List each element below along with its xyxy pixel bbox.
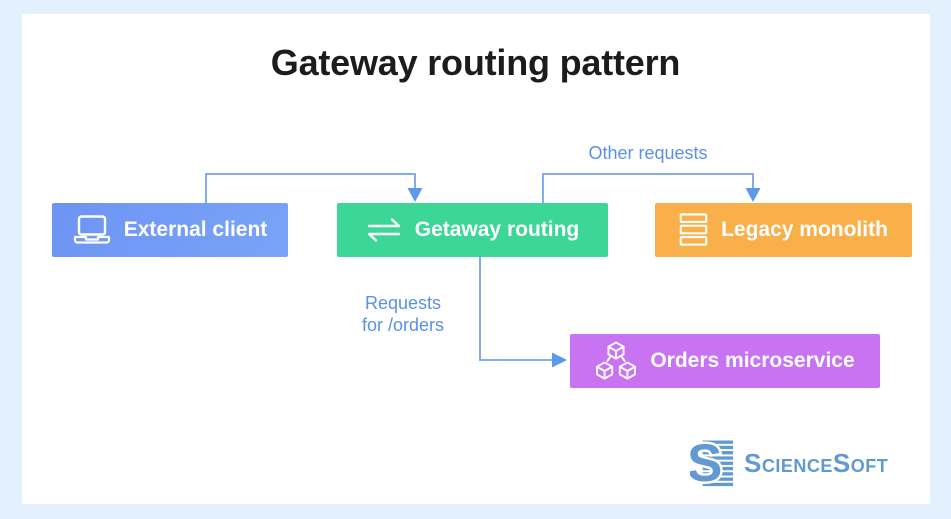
sciencesoft-logo-text: ScienceSoft [744,448,889,478]
exchange-arrows-icon [367,218,400,242]
edge-label-requests-for-orders: Requests for /orders [340,292,466,336]
edge-label-line2: for /orders [361,315,445,335]
node-label: Legacy monolith [721,218,888,241]
laptop-icon [73,215,110,244]
cubes-icon [596,341,637,380]
sciencesoft-logo: S ScienceSoft [690,440,888,487]
page-title: Gateway routing pattern [270,42,681,83]
stacked-layers-icon [679,213,708,246]
node-orders-microservice: Orders microservice [570,334,880,388]
node-label: Getaway routing [414,218,580,241]
diagram-card [22,14,930,504]
node-gateway-routing: Getaway routing [337,203,608,257]
edge-label-line1: Requests [364,293,442,313]
node-legacy-monolith: Legacy monolith [655,203,912,257]
node-label: Orders microservice [650,349,855,372]
sciencesoft-logo-mark-icon: S [690,440,734,487]
node-label: External client [123,218,268,241]
svg-text:S: S [690,440,722,487]
node-external-client: External client [52,203,288,257]
edge-label-other-requests: Other requests [588,143,708,163]
